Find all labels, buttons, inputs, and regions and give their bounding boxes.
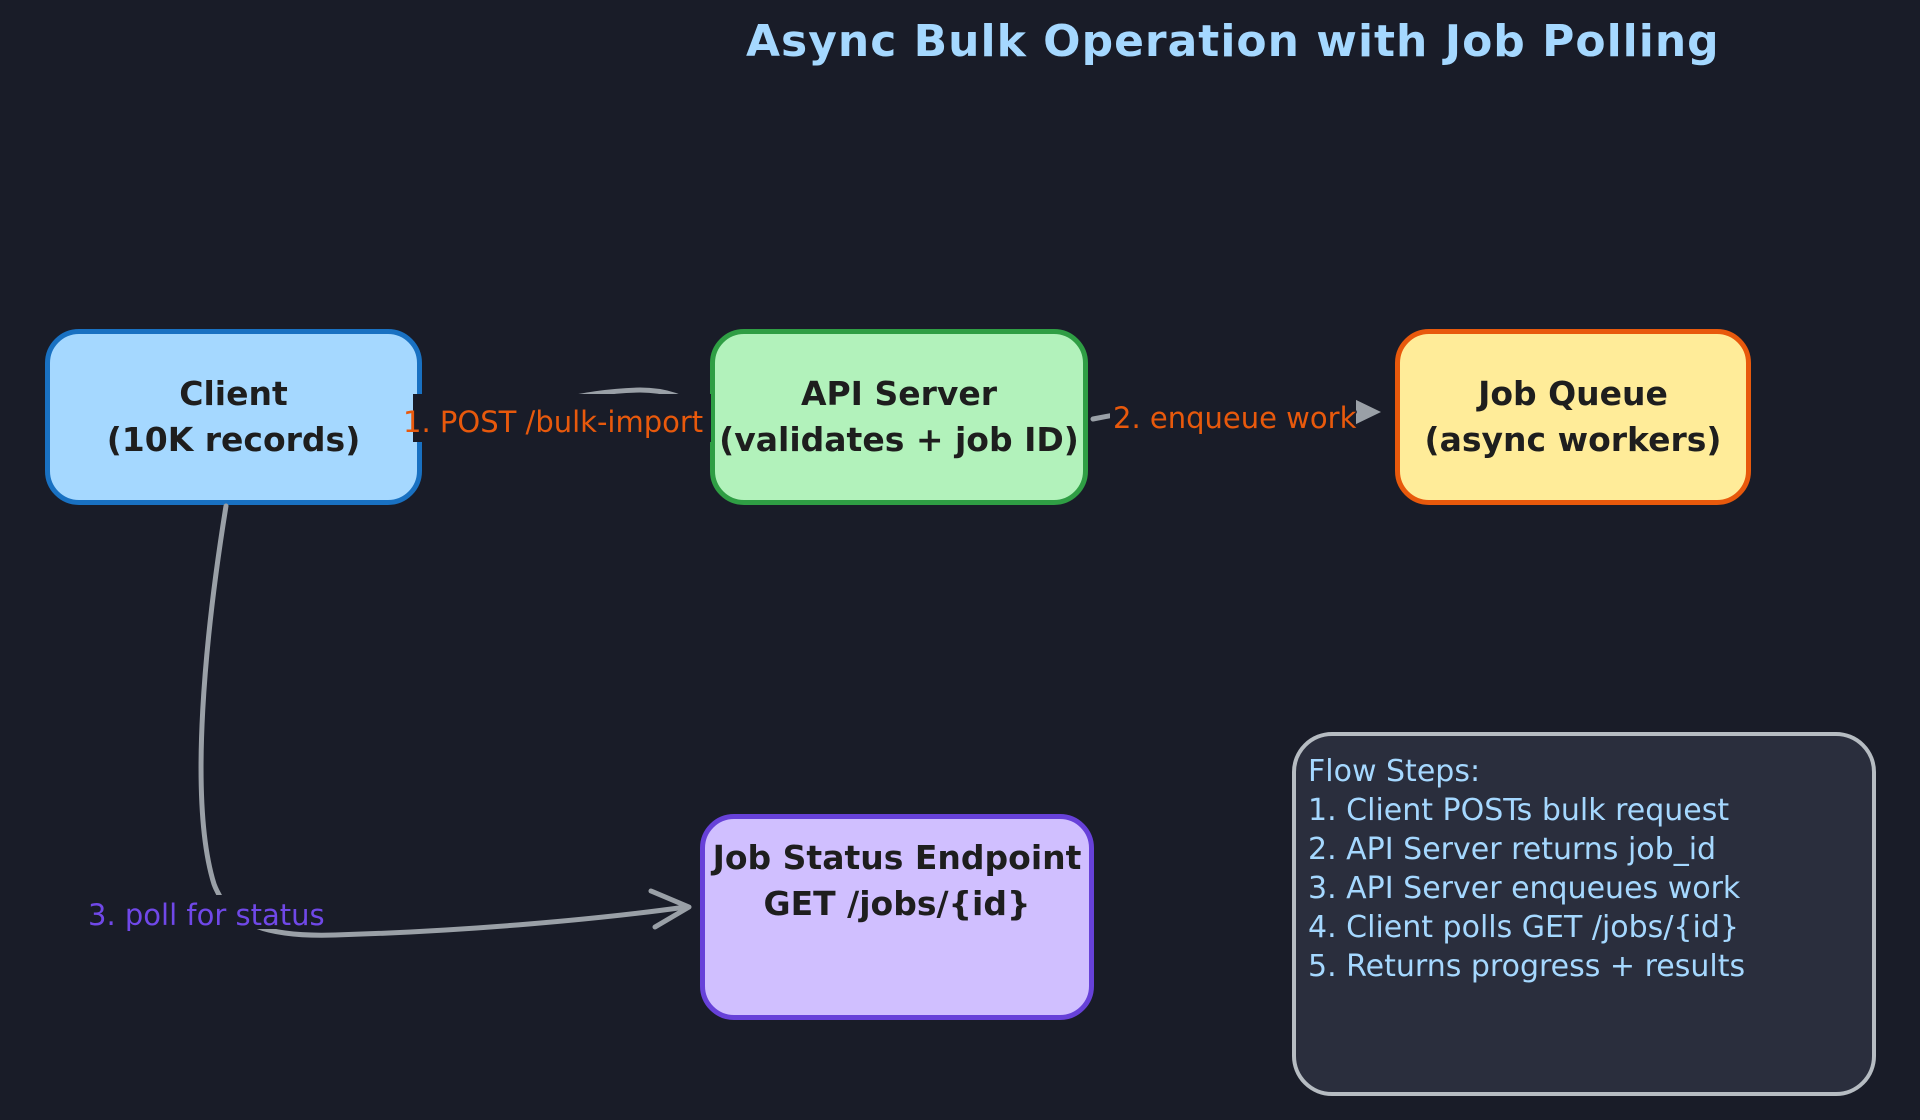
node-job-queue-subtitle: (async workers) [1424,420,1722,459]
node-job-queue: Job Queue (async workers) [1395,329,1751,505]
edge-label-poll-for-status: 3. poll for status [88,898,325,932]
edge-label-mask [84,895,366,929]
edge-label-mask [413,394,711,442]
edge-label-post-bulk-import: 1. POST /bulk-import [403,405,704,439]
flow-step-2: 2. API Server returns job_id [1308,832,1717,867]
flow-step-5: 5. Returns progress + results [1308,949,1746,984]
node-client-subtitle: (10K records) [106,420,361,459]
arrowhead-right-icon [1350,397,1381,427]
node-job-status-endpoint: Job Status Endpoint GET /jobs/{id} [700,814,1094,1020]
flow-step-3: 3. API Server enqueues work [1308,871,1741,906]
node-api-server: API Server (validates + job ID) [710,329,1088,505]
node-api-server-subtitle: (validates + job ID) [719,420,1079,459]
node-client-title: Client [179,374,288,413]
edge-label-enqueue-work: 2. enqueue work [1113,401,1357,435]
node-api-server-title: API Server [800,374,998,413]
flow-step-4: 4. Client polls GET /jobs/{id} [1308,910,1739,945]
node-job-status-subtitle: GET /jobs/{id} [763,884,1031,923]
flow-steps-heading: Flow Steps: [1308,754,1481,789]
node-job-queue-title: Job Queue [1478,374,1668,413]
node-job-status-title: Job Status Endpoint [712,838,1082,877]
edge-label-mask [1110,397,1356,437]
flow-steps-panel: Flow Steps: 1. Client POSTs bulk request… [1292,732,1876,1096]
node-client: Client (10K records) [45,329,422,505]
edge-poll-status-line [198,503,689,938]
diagram-title: Async Bulk Operation with Job Polling [746,16,1720,67]
arrowhead-chevron-icon [648,888,692,930]
flow-step-1: 1. Client POSTs bulk request [1308,793,1730,828]
